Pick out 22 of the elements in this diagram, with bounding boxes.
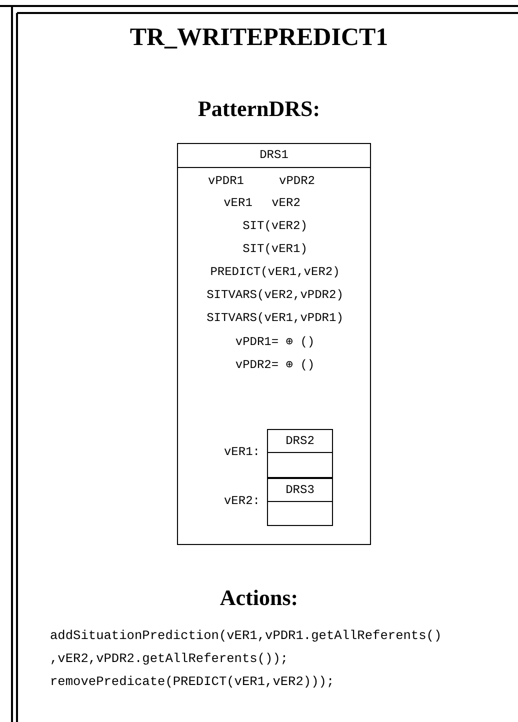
section-heading: Actions:: [220, 585, 298, 611]
drs-condition: vPDR1= ⊕ (): [235, 334, 315, 349]
drs-condition: vER1: [224, 196, 252, 210]
drs-name: DRS2: [286, 434, 314, 448]
drs-condition: SITVARS(vER1,vPDR1): [206, 311, 344, 325]
section-heading: PatternDRS:: [198, 96, 320, 122]
drs-box: [177, 143, 371, 545]
drs-condition: vPDR1: [208, 174, 244, 188]
drs-condition: vPDR2: [279, 174, 315, 188]
code-statement: removePredicate(PREDICT(vER1,vER2)));: [50, 673, 336, 691]
code-statement: addSituationPrediction(vER1,vPDR1.getAllReferents() ,vER2,vPDR2.getAllReferents());: [50, 627, 443, 668]
drs-name: DRS3: [286, 482, 314, 496]
drs-condition: SIT(vER2): [242, 219, 308, 233]
drs-condition: PREDICT(vER1,vER2): [210, 265, 340, 279]
referent-label: vER2:: [224, 494, 260, 508]
title: TR_WRITEPREDICT1: [130, 24, 388, 52]
referent-label: vER1:: [224, 445, 260, 459]
drs-name: DRS1: [260, 148, 288, 162]
drs-condition: vER2: [272, 196, 300, 210]
drs-condition: vPDR2= ⊕ (): [235, 357, 315, 372]
drs-condition: SIT(vER1): [242, 242, 308, 256]
drs-condition: SITVARS(vER2,vPDR2): [206, 288, 344, 302]
